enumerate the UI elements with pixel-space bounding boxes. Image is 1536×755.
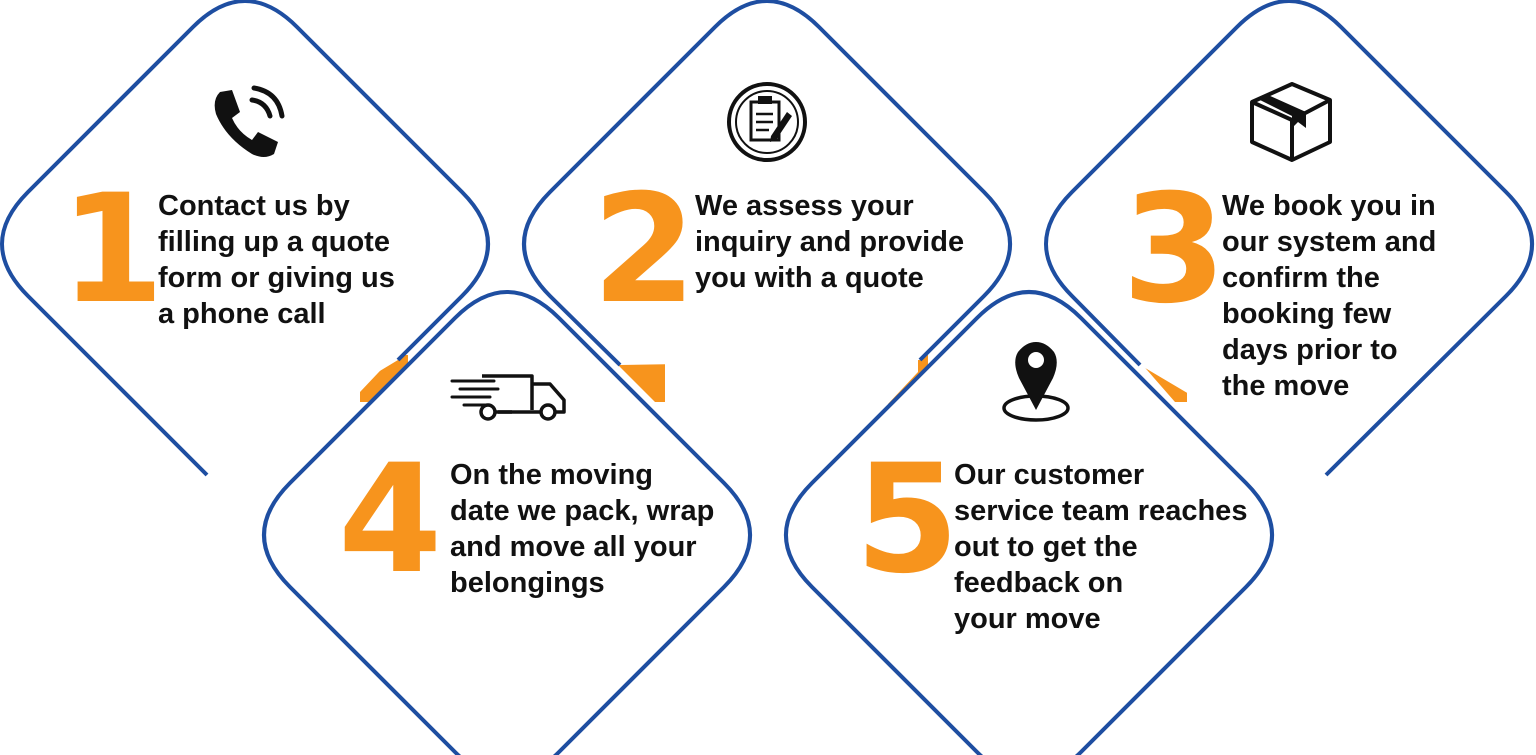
step-1-line: Contact us by <box>158 190 350 222</box>
truck-icon <box>450 374 566 421</box>
step-2-line: We assess your <box>695 190 914 222</box>
step-5-line: out to get the <box>954 531 1138 563</box>
step-3-number: 3 <box>1122 163 1226 337</box>
step-1-line: filling up a quote <box>158 226 390 258</box>
step-2-line: inquiry and provide <box>695 226 965 258</box>
step-2-number: 2 <box>592 163 696 337</box>
step-1-line: form or giving us <box>158 262 395 294</box>
step-4-line: belongings <box>450 567 605 599</box>
diamond-1 <box>0 0 490 477</box>
step-1-text: Contact us by filling up a quote form or… <box>158 188 395 332</box>
step-5-number: 5 <box>855 433 959 607</box>
step-1-line: a phone call <box>158 298 326 330</box>
step-3-line: booking few <box>1222 298 1392 330</box>
step-4-line: On the moving <box>450 459 653 491</box>
clipboard-icon <box>727 82 807 162</box>
step-4-line: and move all your <box>450 531 697 563</box>
step-2-line: you with a quote <box>695 262 924 294</box>
diamond-2 <box>522 0 1012 367</box>
diamond-3 <box>1044 0 1534 477</box>
step-5-line: service team reaches <box>954 495 1248 527</box>
step-3-line: We book you in <box>1222 190 1436 222</box>
diamond-5 <box>784 290 1274 755</box>
step-2-text: We assess your inquiry and provide you w… <box>695 188 964 296</box>
step-3-text: We book you in our system and confirm th… <box>1222 188 1436 404</box>
diamond-4 <box>262 290 752 755</box>
step-5-text: Our customer service team reaches out to… <box>954 457 1247 637</box>
step-5-line: feedback on <box>954 567 1124 599</box>
phone-icon <box>214 85 285 157</box>
step-5-line: your move <box>954 603 1101 635</box>
step-3-line: confirm the <box>1222 262 1380 294</box>
step-4-text: On the moving date we pack, wrap and mov… <box>450 457 714 601</box>
location-pin-icon <box>1002 342 1070 422</box>
step-3-line: the move <box>1222 370 1350 402</box>
step-3-line: our system and <box>1222 226 1437 258</box>
step-5-line: Our customer <box>954 459 1145 491</box>
box-icon <box>1250 82 1332 162</box>
step-4-line: date we pack, wrap <box>450 495 715 527</box>
step-3-line: days prior to <box>1222 334 1398 366</box>
step-1-number: 1 <box>60 163 164 337</box>
step-4-number: 4 <box>338 433 442 607</box>
